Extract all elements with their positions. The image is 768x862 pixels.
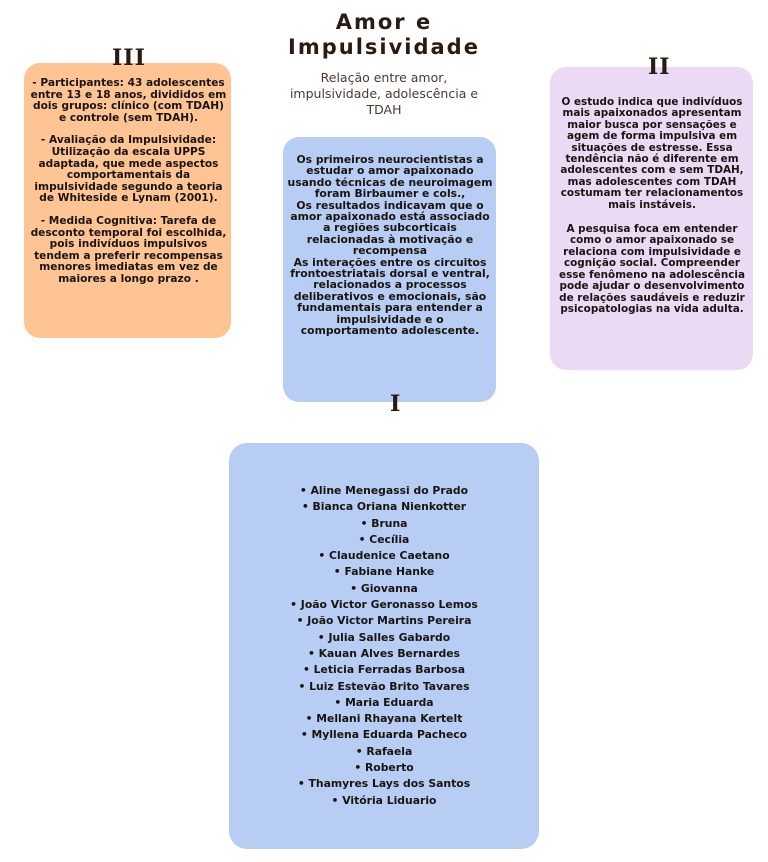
author-item: • Bruna bbox=[360, 516, 408, 530]
author-item: • Mellani Rhayana Kertelt bbox=[305, 712, 463, 726]
author-item: • Luiz Estevão Brito Tavares bbox=[298, 679, 470, 693]
section-ii-text: O estudo indica que indivíduos mais apai… bbox=[554, 96, 750, 315]
authors-list: • Aline Menegassi do Prado • Bianca Oria… bbox=[236, 483, 532, 809]
author-item: • João Victor Geronasso Lemos bbox=[290, 598, 478, 612]
section-i-text: Os primeiros neurocientistas a estudar o… bbox=[287, 154, 493, 337]
section-iii-paragraph: - Participantes: 43 adolescentes entre 1… bbox=[30, 77, 227, 124]
section-ii-paragraph: O estudo indica que indivíduos mais apai… bbox=[560, 96, 744, 211]
author-item: • Rafaela bbox=[355, 744, 413, 758]
author-item: • Claudenice Caetano bbox=[318, 549, 450, 563]
section-i-paragraph: As interações entre os circuitos frontoe… bbox=[290, 255, 490, 338]
author-item: • Leticia Ferradas Barbosa bbox=[303, 663, 465, 677]
card-authors bbox=[229, 443, 539, 849]
section-i-numeral: I bbox=[390, 391, 402, 417]
section-ii-numeral: II bbox=[648, 54, 671, 80]
section-iii-numeral: III bbox=[112, 45, 146, 71]
author-item: • Giovanna bbox=[350, 581, 418, 595]
author-item: • Vitória Liduario bbox=[331, 793, 437, 807]
author-item: • Bianca Oriana Nienkotter bbox=[301, 500, 467, 514]
author-item: • Myllena Eduarda Pacheco bbox=[300, 728, 468, 742]
title-line-2: Impulsividade bbox=[288, 35, 480, 59]
author-item: • Cecília bbox=[358, 532, 410, 546]
card-section-ii bbox=[550, 67, 753, 370]
page-subtitle: Relação entre amor, impulsividade, adole… bbox=[289, 70, 479, 117]
section-iii-paragraph: - Avaliação da Impulsividade: Utilização… bbox=[34, 134, 223, 205]
section-iii-paragraph: - Medida Cognitiva: Tarefa de desconto t… bbox=[30, 214, 227, 285]
section-i-paragraph: Os primeiros neurocientistas a estudar o… bbox=[287, 153, 493, 201]
author-item: • Kauan Alves Bernardes bbox=[308, 646, 460, 660]
card-section-iii bbox=[24, 63, 231, 338]
card-section-i bbox=[283, 137, 496, 402]
author-item: • Thamyres Lays dos Santos bbox=[297, 777, 471, 791]
author-item: • João Victor Martins Pereira bbox=[296, 614, 472, 628]
author-item: • Roberto bbox=[354, 761, 414, 775]
title-line-1: Amor e bbox=[335, 10, 433, 34]
page-title: Amor e Impulsividade bbox=[250, 10, 518, 60]
section-ii-paragraph: A pesquisa foca em entender como o amor … bbox=[559, 223, 745, 315]
author-item: • Julia Salles Gabardo bbox=[317, 630, 451, 644]
author-item: • Fabiane Hanke bbox=[333, 565, 435, 579]
author-item: • Maria Eduarda bbox=[334, 695, 434, 709]
section-i-paragraph: Os resultados indicavam que o amor apaix… bbox=[290, 198, 490, 258]
author-item: • Aline Menegassi do Prado bbox=[299, 484, 469, 497]
section-iii-text: - Participantes: 43 adolescentes entre 1… bbox=[30, 77, 227, 286]
